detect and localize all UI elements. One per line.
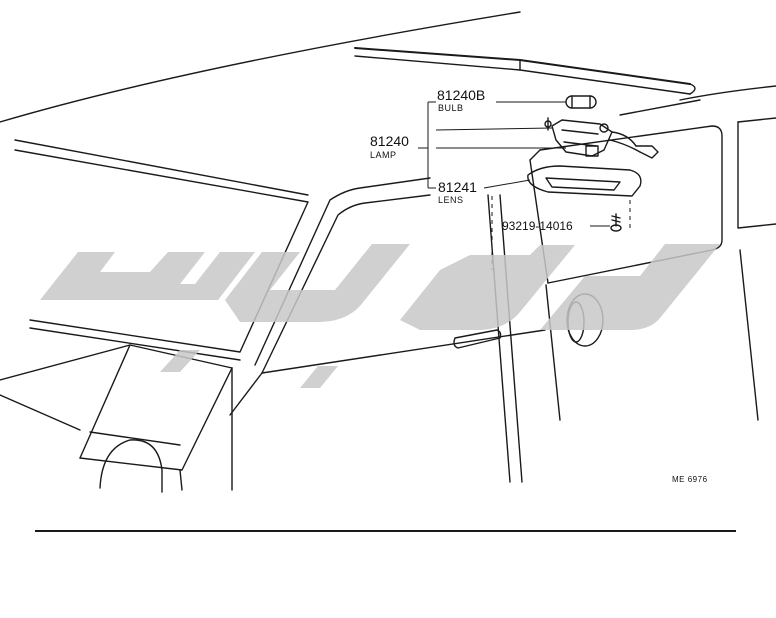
bulb-part-name: BULB [438, 103, 464, 113]
screw-part [610, 213, 622, 232]
lamp-assembly [491, 95, 659, 270]
part-labels: 81240B BULB 81240 LAMP 81241 LENS 93219-… [370, 87, 573, 233]
lens-part-number: 81241 [438, 179, 477, 195]
watermark-logo [40, 244, 720, 388]
bulb-part [565, 95, 597, 109]
lens-part-name: LENS [438, 195, 464, 205]
lens-part [527, 165, 642, 197]
reference-code: ME 6976 [672, 475, 708, 484]
callout-leaders [418, 101, 610, 227]
lamp-part-name: LAMP [370, 150, 397, 160]
lamp-part [544, 117, 659, 159]
lamp-part-number: 81240 [370, 133, 409, 149]
screw-part-number: 93219-14016 [502, 219, 573, 233]
bulb-part-number: 81240B [437, 87, 485, 103]
vehicle-body-outline [0, 11, 776, 493]
